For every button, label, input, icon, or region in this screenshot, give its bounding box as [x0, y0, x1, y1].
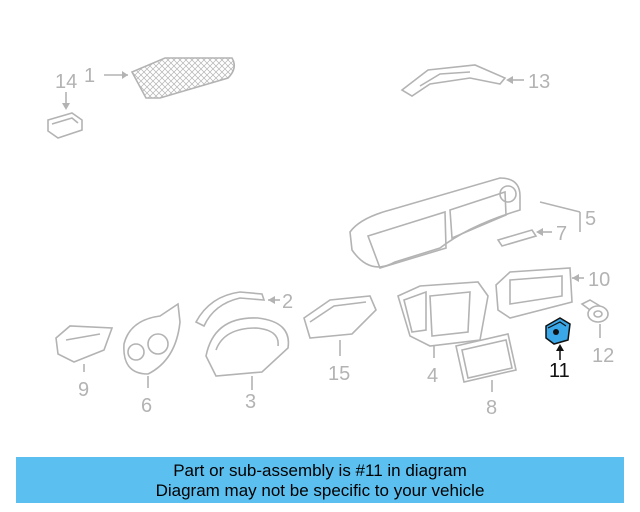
part-15-airbag	[303, 295, 377, 356]
label-7: 7	[556, 223, 567, 245]
parts-diagram: 1 14 13 5 7 10	[47, 57, 614, 419]
banner-line-2: Diagram may not be specific to your vehi…	[155, 481, 485, 500]
label-3: 3	[245, 391, 256, 413]
part-12-knob	[580, 299, 609, 338]
label-15: 15	[328, 363, 350, 385]
label-1: 1	[84, 65, 95, 87]
label-9: 9	[78, 379, 89, 401]
part-8-display	[455, 333, 517, 392]
label-6: 6	[141, 395, 152, 417]
part-13-trim	[400, 64, 524, 97]
label-5: 5	[585, 208, 596, 230]
part-14-switch	[47, 92, 83, 139]
label-10: 10	[588, 269, 610, 291]
label-13: 13	[528, 71, 550, 93]
part-5-dash-panel	[349, 177, 581, 269]
part-11-switch-highlighted	[545, 317, 571, 360]
part-3-cluster	[205, 317, 290, 390]
label-2: 2	[282, 291, 293, 313]
part-2-handle	[194, 291, 280, 328]
part-6-cluster-bezel	[123, 302, 181, 388]
label-14: 14	[55, 71, 77, 93]
part-9-bin	[55, 325, 114, 372]
label-8: 8	[486, 397, 497, 419]
label-11: 11	[549, 360, 570, 382]
part-1-grille	[104, 57, 236, 99]
part-7-tube	[496, 228, 552, 247]
label-4: 4	[427, 365, 438, 387]
banner-line-1: Part or sub-assembly is #11 in diagram	[173, 461, 467, 480]
part-10-frame	[495, 267, 584, 319]
label-12: 12	[592, 345, 614, 367]
info-banner: Part or sub-assembly is #11 in diagram D…	[16, 457, 624, 503]
part-4-center-bezel	[397, 281, 489, 358]
